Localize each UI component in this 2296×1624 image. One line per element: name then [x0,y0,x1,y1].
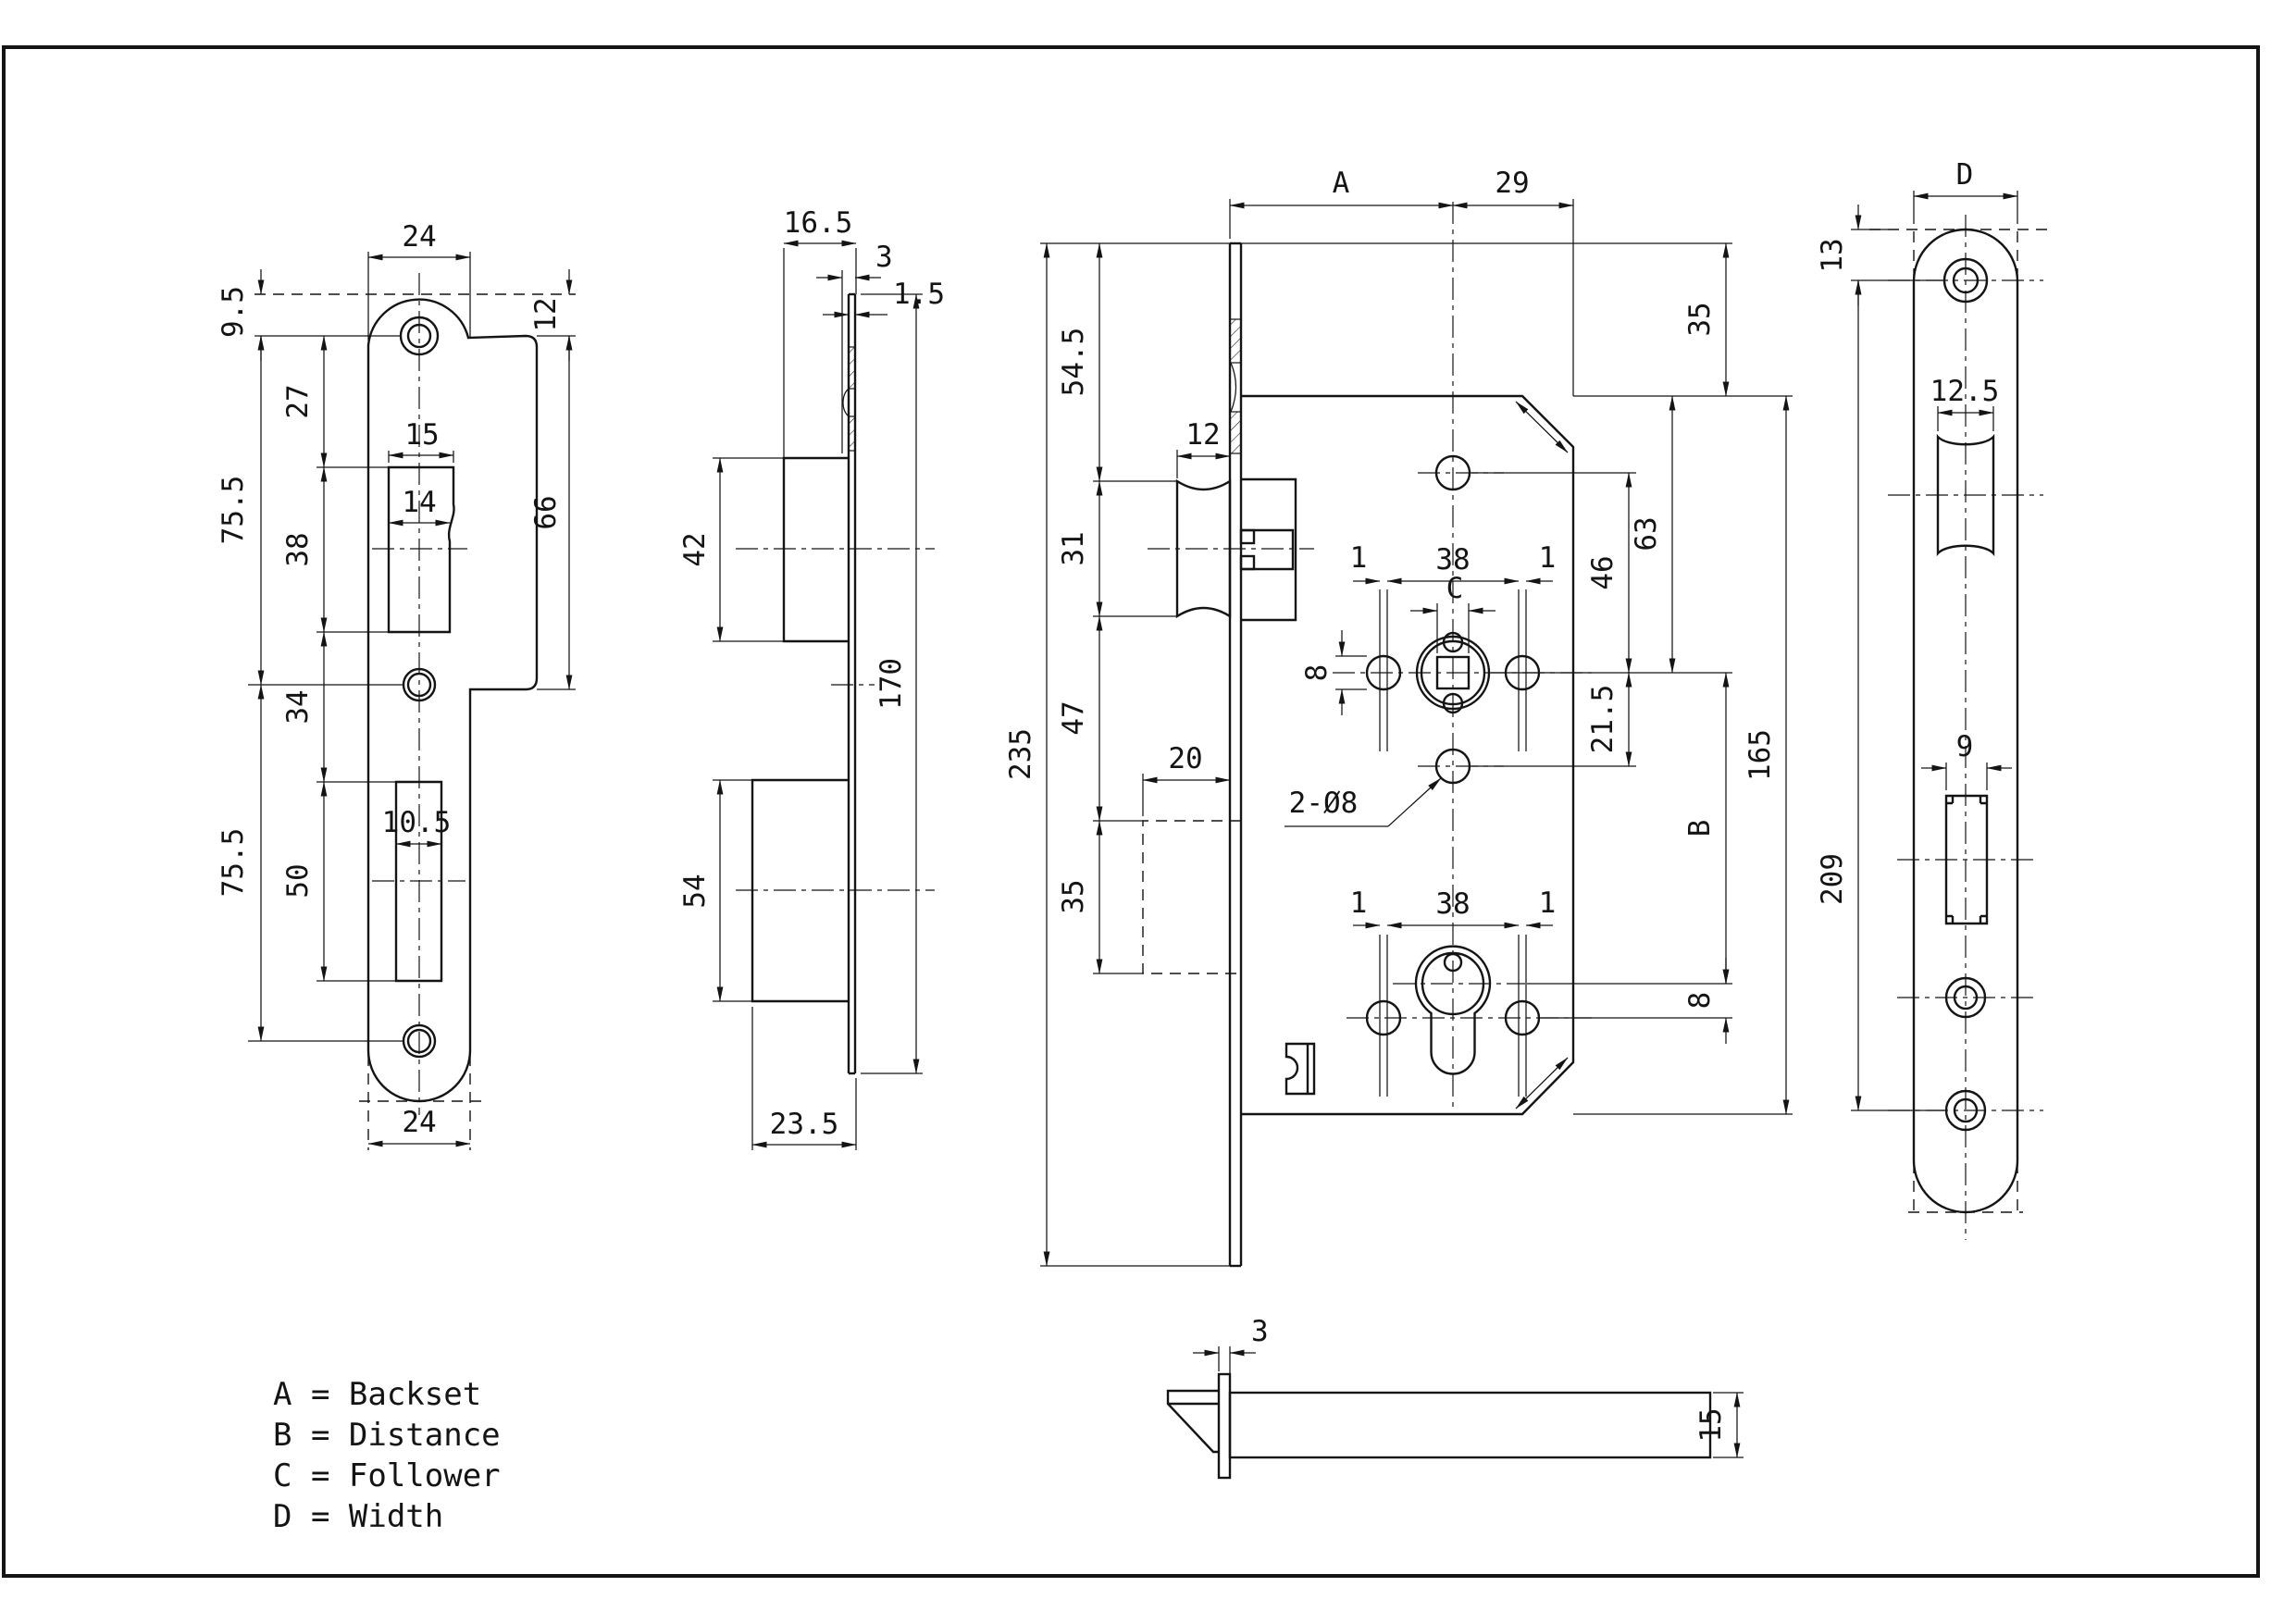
dim-3-side: 3 [875,241,893,274]
dim-54-5: 54.5 [1057,328,1090,397]
faceplate-hatch-2 [1229,411,1242,454]
dim-66: 66 [529,495,563,529]
dim-63: 63 [1630,516,1663,551]
sheet-border [2,45,2260,1578]
dim-38-bottom: 38 [1435,887,1470,921]
legend: A = Backset B = Distance C = Follower D … [273,1376,501,1535]
dim-1-top-left: 1 [1350,541,1368,575]
legend-item-width: D = Width [273,1498,443,1535]
dim-distance-B: B [1683,820,1717,837]
label-2-d8: 2-Ø8 [1289,787,1359,820]
dim-31: 31 [1057,531,1090,565]
dim-10-5: 10.5 [382,806,452,839]
deadbolt-hidden [1142,820,1241,974]
dim-width-top: 24 [402,220,436,254]
dim-12-latch: 12 [1185,418,1220,452]
dim-75-5-upper: 75.5 [217,476,250,545]
dim-8-left: 8 [1300,664,1334,682]
dim-35-left: 35 [1057,879,1090,913]
strike-plate-extension-lines [248,252,576,1042]
legend-item-follower: C = Follower [273,1457,501,1494]
dim-15: 15 [404,418,439,452]
dim-20: 20 [1168,742,1202,775]
faceplate-cut [1230,362,1237,413]
dim-1-bottom-left: 1 [1350,886,1368,920]
strike-plate-side-view: 16.5 3 1.5 42 170 54 23.5 [678,206,945,1150]
latch-bolt-side-view: 3 15 [1166,1315,1744,1480]
faceplate-front-view: D 13 12.5 9 209 [1816,158,2050,1240]
dim-165: 165 [1744,729,1777,781]
strike-side-dimension-lines [716,240,920,1148]
dim-50: 50 [281,863,315,898]
dim-46: 46 [1586,555,1620,589]
strike-plate-front-view: 24 9.5 27 15 14 38 75.5 34 50 10.5 75.5 … [217,220,576,1150]
lock-body-centerlines [1148,202,1592,1109]
dim-3-bolt: 3 [1251,1315,1269,1348]
dim-backset-A: A [1333,167,1350,200]
dim-8-right: 8 [1683,992,1717,1010]
section-hatch-1 [848,346,856,390]
faceplate-dimension-lines [1855,192,2018,1111]
dim-1-5: 1.5 [893,278,945,311]
faceplate-centerlines [1888,215,2043,1240]
lock-body-view: A 29 54.5 12 31 47 20 35 235 35 63 46 21… [1004,167,1793,1268]
lock-body-small-dims [1338,577,1730,1044]
latch-bolt-outline [1166,1372,1712,1480]
dim-12-5: 12.5 [1930,375,2000,408]
dim-27: 27 [281,384,315,418]
dim-235: 235 [1004,728,1037,780]
dim-47: 47 [1057,700,1090,735]
strike-plate-centerlines [372,273,467,1115]
dim-38-top: 38 [1435,543,1470,576]
dim-75-5-lower: 75.5 [217,828,250,898]
dim-width-D: D [1956,158,1974,192]
dim-21-5: 21.5 [1586,685,1620,754]
strike-plate-hidden-lines [254,293,576,1150]
lock-body-outline [1175,242,1575,1268]
legend-item-backset: A = Backset [273,1376,481,1413]
strike-plate-small-dims [257,269,573,361]
strike-side-outline [751,292,857,1075]
strike-plate-dimension-lines [257,254,573,1147]
dim-42: 42 [678,532,712,566]
dim-29: 29 [1495,167,1529,200]
dim-12-flange: 12 [529,297,563,331]
faceplate-small-dims [1855,205,2012,772]
dim-16-5: 16.5 [784,206,853,240]
section-hatch-2 [848,415,856,452]
faceplate-extension-lines [1851,191,2018,1111]
dim-9: 9 [1956,730,1974,763]
dim-width-bottom: 24 [402,1106,436,1139]
legend-item-distance: B = Distance [273,1417,501,1454]
dim-15-bolt: 15 [1694,1407,1728,1442]
dim-209: 209 [1816,853,1849,905]
dim-9-5: 9.5 [217,286,250,338]
faceplate-hatch-1 [1229,318,1242,364]
dim-54: 54 [678,874,712,908]
dim-170: 170 [875,658,908,710]
latch-bolt-extension-lines [1218,1346,1744,1458]
dim-34: 34 [281,689,315,724]
dim-1-top-right: 1 [1539,541,1557,575]
strike-side-centerlines [736,548,935,891]
strike-side-extension-lines [713,248,923,1150]
dim-14: 14 [402,486,436,519]
dim-38: 38 [281,532,315,566]
dim-follower-C: C [1446,572,1464,605]
dim-23-5: 23.5 [770,1108,839,1141]
dim-35-right: 35 [1683,302,1717,336]
dim-1-bottom-right: 1 [1539,886,1557,920]
lock-body-extension-lines [1040,199,1793,1267]
strike-side-small-dims [816,274,887,318]
lock-body-dimension-lines [1043,202,1790,1267]
dim-13: 13 [1816,238,1849,272]
